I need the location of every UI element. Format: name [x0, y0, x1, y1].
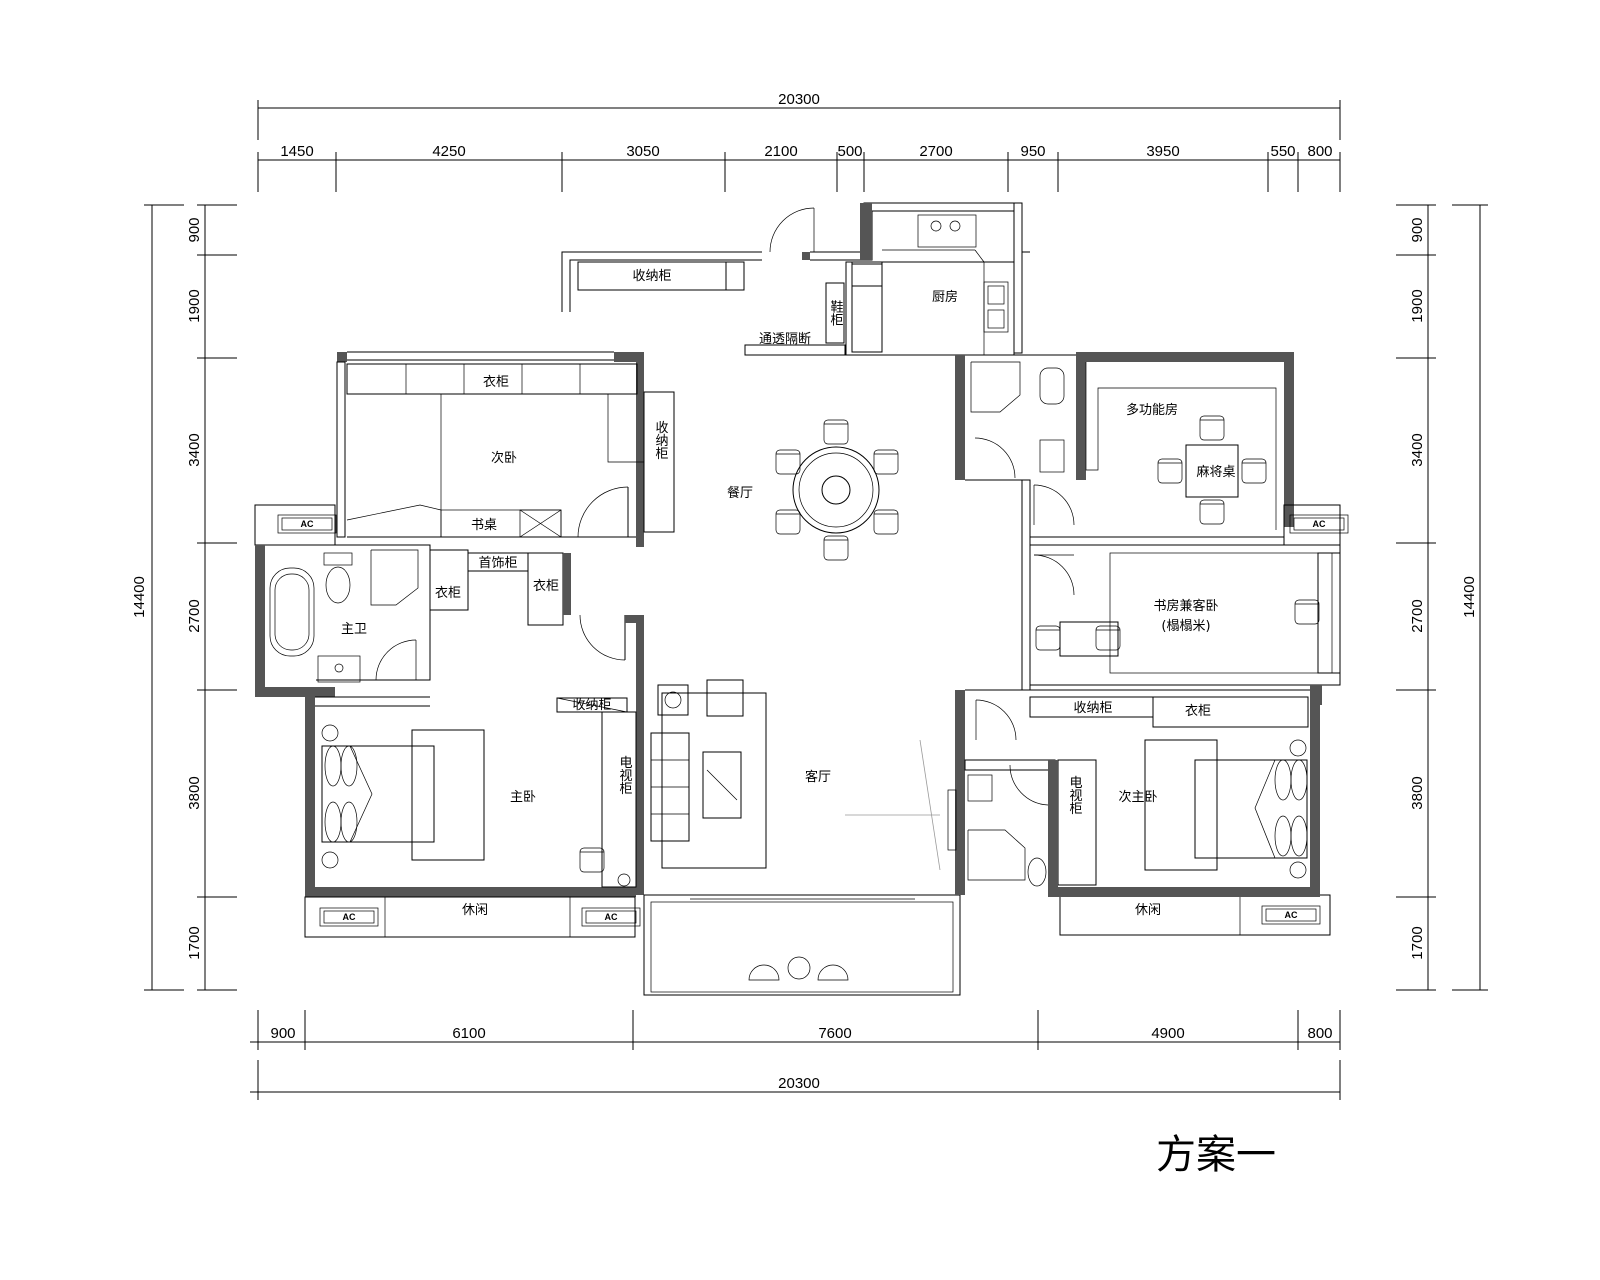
right-dim-2: 1900	[1409, 289, 1426, 322]
label-wardrobe-a: 衣柜	[435, 585, 461, 601]
left-dim-1: 900	[186, 217, 203, 242]
label-tv-cabinet-right: 电视柜	[1067, 776, 1083, 815]
left-total-dimension: 14400	[131, 576, 148, 618]
left-dimensions: 14400 900 1900 3400 2700 3800 1700	[131, 204, 237, 991]
bottom-dim-5: 800	[1307, 1025, 1332, 1042]
right-dim-1: 900	[1409, 217, 1426, 242]
label-leisure-left: 休闲	[462, 903, 488, 918]
bottom-dim-3: 7600	[818, 1025, 851, 1042]
label-jewelry: 首饰柜	[478, 556, 517, 571]
left-dim-6: 1700	[186, 926, 203, 959]
label-wardrobe-right: 衣柜	[1185, 703, 1211, 719]
left-dim-4: 2700	[186, 599, 203, 632]
label-ac-5: AC	[1285, 910, 1298, 920]
label-wardrobe-second: 衣柜	[483, 374, 509, 390]
top-dim-9: 550	[1270, 143, 1295, 160]
top-dim-2: 4250	[432, 143, 465, 160]
right-dim-5: 3800	[1409, 776, 1426, 809]
label-leisure-right: 休闲	[1135, 903, 1161, 918]
bottom-dim-2: 6100	[452, 1025, 485, 1042]
label-ac-4: AC	[605, 912, 618, 922]
right-dim-4: 2700	[1409, 599, 1426, 632]
right-dim-3: 3400	[1409, 433, 1426, 466]
label-multifunction: 多功能房	[1126, 402, 1178, 418]
label-study-guest: 书房兼客卧	[1153, 598, 1218, 614]
label-storage-right: 收纳柜	[1073, 701, 1112, 716]
top-dim-10: 800	[1307, 143, 1332, 160]
bottom-dimensions: 900 6100 7600 4900 800 20300	[250, 1010, 1341, 1100]
label-ac-2: AC	[1313, 519, 1326, 529]
top-dim-6: 2700	[919, 143, 952, 160]
bottom-dim-4: 4900	[1151, 1025, 1184, 1042]
label-mahjong: 麻将桌	[1196, 465, 1235, 480]
label-second-bedroom: 次卧	[491, 450, 517, 466]
left-dim-5: 3800	[186, 776, 203, 809]
bottom-total-dimension: 20300	[778, 1075, 820, 1092]
label-ac-3: AC	[343, 912, 356, 922]
label-ac-1: AC	[301, 519, 314, 529]
label-tatami: (榻榻米)	[1161, 619, 1210, 634]
right-dim-6: 1700	[1409, 926, 1426, 959]
label-wardrobe-b: 衣柜	[533, 578, 559, 594]
bottom-dim-1: 900	[270, 1025, 295, 1042]
room-labels: 收纳柜 鞋柜 厨房 通透隔断 衣柜 次卧 收纳柜 书桌 餐厅 多功能房 麻将桌 …	[301, 269, 1326, 922]
top-total-dimension: 20300	[778, 91, 820, 108]
left-dim-3: 3400	[186, 433, 203, 466]
label-master-bedroom: 主卧	[510, 790, 536, 805]
label-desk: 书桌	[471, 518, 497, 533]
label-dining: 餐厅	[727, 485, 753, 501]
top-dim-8: 3950	[1146, 143, 1179, 160]
label-shoe-cabinet: 鞋柜	[828, 299, 844, 326]
label-living: 客厅	[805, 769, 831, 785]
label-storage-master: 收纳柜	[572, 698, 611, 713]
top-dim-7: 950	[1020, 143, 1045, 160]
label-storage-side: 收纳柜	[653, 421, 669, 460]
top-dimensions: 20300 1450 4250 3050 2100 500 2700 950 3…	[257, 91, 1341, 192]
right-total-dimension: 14400	[1461, 576, 1478, 618]
label-second-master: 次主卧	[1118, 789, 1157, 805]
plan-title: 方案一	[1156, 1132, 1276, 1178]
top-dim-1: 1450	[280, 143, 313, 160]
top-dim-3: 3050	[626, 143, 659, 160]
label-storage-top: 收纳柜	[632, 269, 671, 284]
label-tv-cabinet: 电视柜	[617, 756, 633, 795]
walls	[254, 202, 1349, 996]
top-dim-4: 2100	[764, 143, 797, 160]
label-kitchen: 厨房	[932, 289, 958, 305]
right-dimensions: 900 1900 3400 2700 3800 1700 14400	[1396, 204, 1488, 991]
top-dim-5: 500	[837, 143, 862, 160]
left-dim-2: 1900	[186, 289, 203, 322]
label-master-bath: 主卫	[341, 622, 367, 637]
label-partition: 通透隔断	[759, 332, 811, 347]
